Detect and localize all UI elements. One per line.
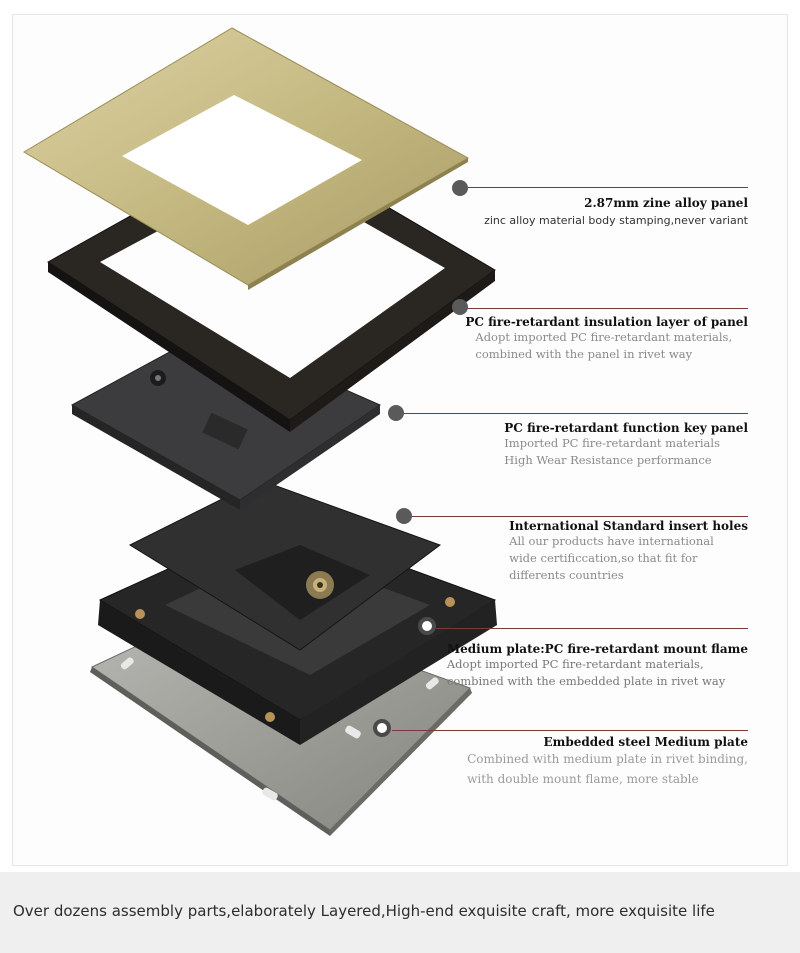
marker-dot-6 [373, 719, 391, 737]
callout-desc: with double mount flame, more stable [467, 772, 699, 786]
callout-desc: combined with the embedded plate in rive… [446, 674, 726, 688]
callout-title: Medium plate:PC fire-retardant mount fla… [446, 642, 748, 656]
callout-steel-plate: Embedded steel Medium plate Combined wit… [467, 735, 748, 789]
callout-desc: Imported PC fire-retardant materials [504, 436, 720, 450]
leader-line-4 [410, 516, 748, 517]
zinc-alloy-panel [23, 27, 470, 290]
exploded-socket-illustration [23, 27, 497, 836]
marker-dot-2 [452, 299, 468, 315]
leader-line-6 [392, 730, 748, 731]
callout-desc: High Wear Resistance performance [504, 453, 712, 467]
callout-desc: All our products have international [509, 534, 714, 548]
insert-module [128, 479, 442, 651]
leader-line-3 [403, 413, 748, 414]
callout-desc: differents countries [509, 568, 624, 582]
callout-desc: combined with the panel in rivet way [475, 347, 693, 361]
callout-desc: wide certificcation,so that fit for [509, 551, 698, 565]
callout-title: 2.87mm zine alloy panel [584, 196, 748, 210]
callout-title: International Standard insert holes [509, 519, 748, 533]
callout-function-key: PC fire-retardant function key panel Imp… [504, 421, 748, 469]
callout-title: PC fire-retardant insulation layer of pa… [465, 315, 748, 329]
marker-dot-5 [418, 617, 436, 635]
callout-desc: zinc alloy material body stamping,never … [484, 214, 748, 227]
callout-desc: Adopt imported PC fire-retardant materia… [446, 657, 704, 671]
leader-line-1 [466, 187, 748, 188]
callout-insert-holes: International Standard insert holes All … [509, 519, 748, 584]
leader-line-5 [436, 628, 748, 629]
callout-zinc-panel: 2.87mm zine alloy panel zinc alloy mater… [484, 196, 748, 229]
footer-caption: Over dozens assembly parts,elaborately L… [13, 902, 715, 920]
marker-dot-1 [452, 180, 468, 196]
callout-title: PC fire-retardant function key panel [504, 421, 748, 435]
callout-insulation: PC fire-retardant insulation layer of pa… [465, 315, 748, 363]
marker-dot-3 [388, 405, 404, 421]
marker-dot-4 [396, 508, 412, 524]
callout-desc: Combined with medium plate in rivet bind… [467, 752, 748, 766]
leader-line-2 [465, 308, 748, 309]
callout-desc: Adopt imported PC fire-retardant materia… [475, 330, 733, 344]
callout-mount-frame: Medium plate:PC fire-retardant mount fla… [447, 642, 748, 690]
footer-band [0, 872, 800, 953]
callout-title: Embedded steel Medium plate [543, 735, 748, 749]
